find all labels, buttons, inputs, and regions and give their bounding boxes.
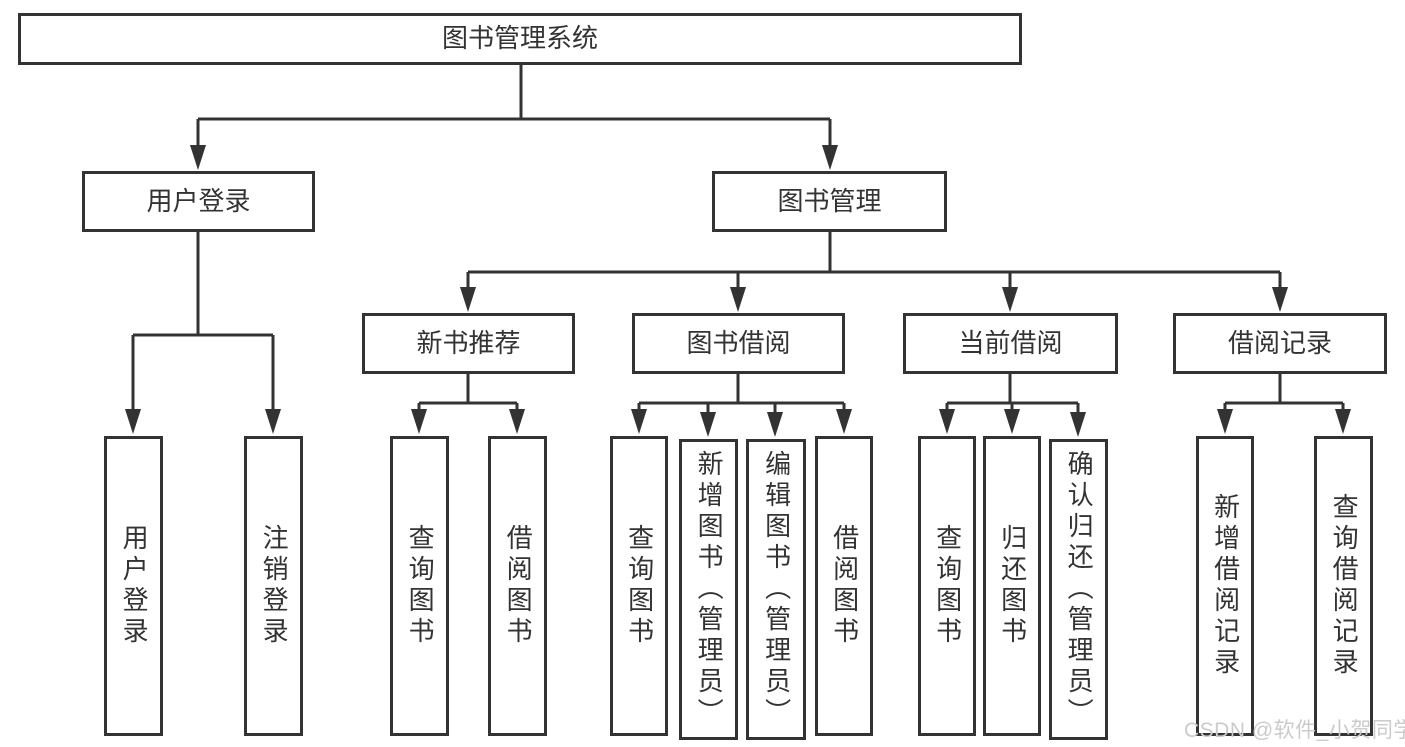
- leaf-borrow-books: 借阅图书: [815, 436, 873, 736]
- node-label: 编辑图书（管理员）: [761, 450, 792, 729]
- node-label: 借阅图书: [503, 524, 534, 648]
- node-label: 图书管理系统: [441, 23, 598, 54]
- leaf-borrow-books-recommend: 借阅图书: [488, 436, 547, 736]
- node-label: 新增借阅记录: [1210, 493, 1241, 679]
- node-label: 新书推荐: [416, 327, 521, 358]
- node-book-borrowing: 图书借阅: [632, 313, 845, 374]
- node-label: 当前借阅: [958, 327, 1063, 358]
- node-label: 注销登录: [259, 524, 290, 648]
- leaf-logout: 注销登录: [244, 436, 303, 736]
- leaf-query-books-recommend: 查询图书: [390, 436, 449, 736]
- node-user-login-branch: 用户登录: [82, 171, 315, 232]
- leaf-query-borrow-record: 查询借阅记录: [1314, 436, 1373, 736]
- node-root-system: 图书管理系统: [18, 13, 1022, 65]
- leaf-user-login: 用户登录: [104, 436, 163, 736]
- leaf-add-books-admin: 新增图书（管理员）: [679, 439, 738, 740]
- node-label: 图书管理: [777, 185, 882, 216]
- node-label: 图书借阅: [686, 327, 791, 358]
- node-label: 查询图书: [932, 524, 963, 648]
- node-label: 借阅记录: [1227, 327, 1332, 358]
- node-label: 确认归还（管理员）: [1064, 450, 1095, 729]
- csdn-watermark: CSDN @软件_小贺同学: [1184, 719, 1405, 742]
- node-label: 归还图书: [997, 524, 1028, 648]
- node-new-book-recommendation: 新书推荐: [362, 313, 575, 374]
- node-label: 借阅图书: [829, 524, 860, 648]
- node-borrowing-records: 借阅记录: [1173, 313, 1387, 374]
- node-book-management-branch: 图书管理: [712, 171, 947, 232]
- leaf-query-books-current: 查询图书: [918, 436, 976, 736]
- node-label: 查询图书: [405, 524, 436, 648]
- node-label: 新增图书（管理员）: [694, 450, 725, 729]
- arrowheads: [125, 119, 1351, 437]
- node-current-borrowing: 当前借阅: [903, 313, 1118, 374]
- leaf-add-borrow-record: 新增借阅记录: [1196, 436, 1254, 736]
- leaf-edit-books-admin: 编辑图书（管理员）: [746, 439, 806, 740]
- node-label: 用户登录: [119, 524, 150, 648]
- leaf-return-books: 归还图书: [983, 436, 1041, 736]
- leaf-query-books-borrow: 查询图书: [610, 436, 668, 736]
- node-label: 查询借阅记录: [1329, 493, 1360, 679]
- tree-edge-lines: [133, 65, 1343, 405]
- node-label: 查询图书: [624, 524, 655, 648]
- node-label: 用户登录: [146, 185, 251, 216]
- leaf-confirm-return-admin: 确认归还（管理员）: [1049, 439, 1108, 740]
